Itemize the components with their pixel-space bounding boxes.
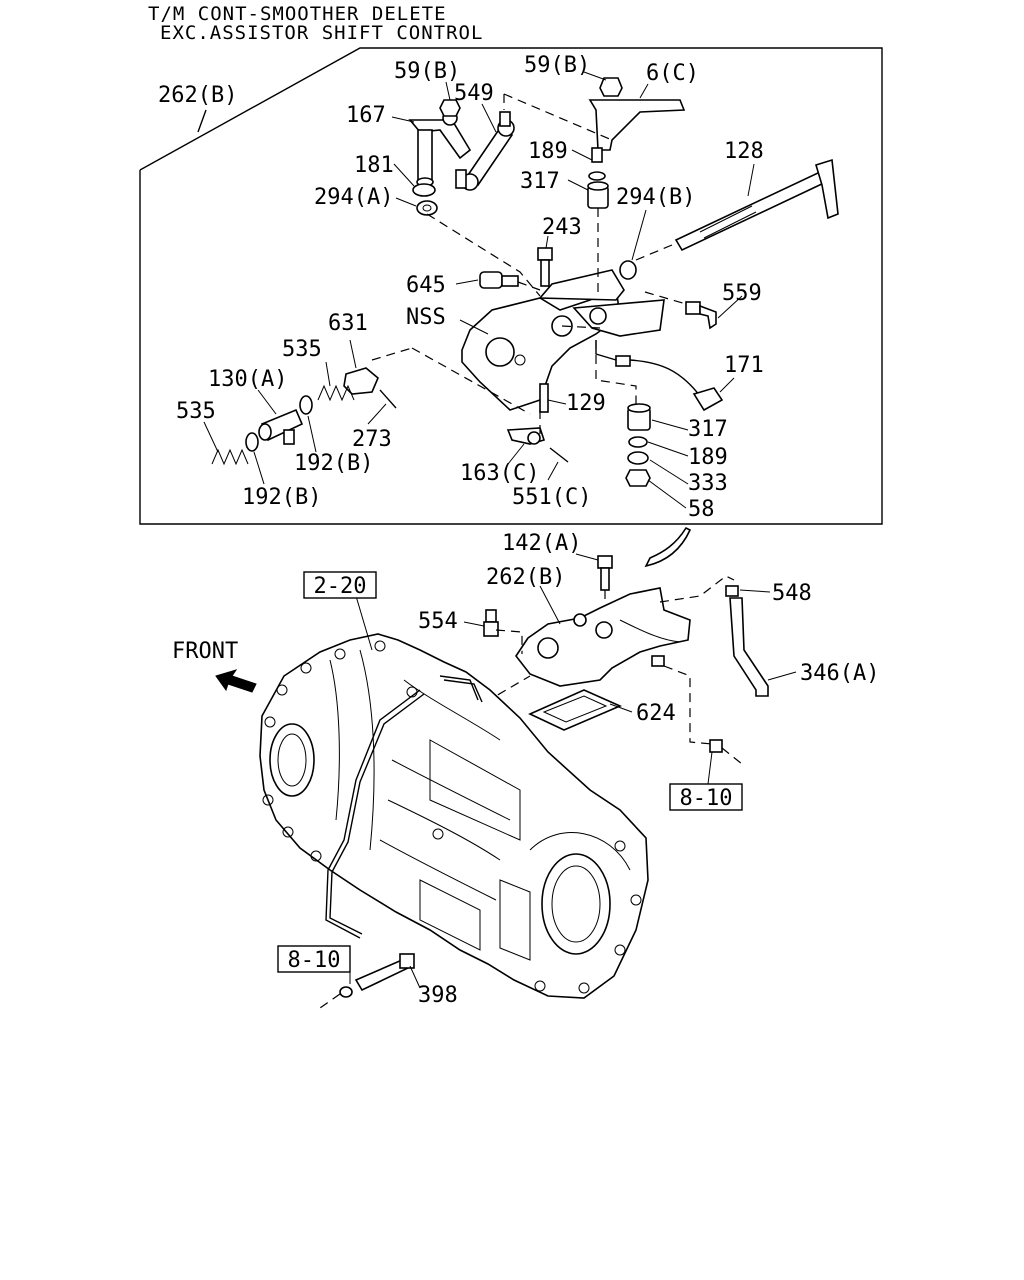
part-harness-right (663, 665, 743, 765)
label-129: 129 (566, 391, 606, 416)
transmission-assembly (259, 633, 649, 999)
part-labels: 262(B) 59(B) 59(B) 6(C) 549 167 189 128 … (158, 53, 879, 1008)
label-624: 624 (636, 701, 676, 726)
part-lever-6c (588, 77, 686, 163)
ref-8-10-right-text: 8-10 (680, 786, 733, 811)
inset-frame (139, 47, 883, 525)
label-631: 631 (328, 311, 368, 336)
ref-2-20-text: 2-20 (314, 574, 367, 599)
label-130a: 130(A) (208, 367, 287, 392)
part-pin-129 (539, 383, 549, 413)
label-243: 243 (542, 215, 582, 240)
label-535-upper: 535 (282, 337, 322, 362)
part-washer-192a (299, 395, 313, 415)
label-549: 549 (454, 81, 494, 106)
ref-box-8-10-right[interactable]: 8-10 (669, 783, 743, 811)
part-stack-bottom (625, 403, 651, 487)
label-548: 548 (772, 581, 812, 606)
part-rod-549 (455, 111, 515, 191)
label-346a: 346(A) (800, 661, 879, 686)
label-262b-lower: 262(B) (486, 565, 565, 590)
label-262b-top: 262(B) (158, 83, 237, 108)
diagram-title-line1: T/M CONT-SMOOTHER DELETE (148, 3, 447, 25)
part-spring-535a (317, 384, 355, 402)
part-block-631 (343, 367, 379, 395)
inset-leaders (203, 71, 755, 509)
label-142a: 142(A) (502, 531, 581, 556)
ref-8-10-left-text: 8-10 (288, 948, 341, 973)
label-58: 58 (688, 497, 715, 522)
label-163c: 163(C) (460, 461, 539, 486)
part-gasket-624 (471, 675, 622, 731)
label-317-bottom: 317 (688, 417, 728, 442)
label-6c: 6(C) (646, 61, 699, 86)
label-181: 181 (354, 153, 394, 178)
part-pin-273 (379, 389, 397, 409)
lower-leaders (349, 553, 797, 984)
part-bolt-142a (597, 555, 613, 620)
part-lever-167 (408, 99, 472, 187)
ref-box-8-10-left[interactable]: 8-10 (277, 945, 351, 973)
label-551c: 551(C) (512, 485, 591, 510)
label-398: 398 (418, 983, 458, 1008)
label-645: 645 (406, 273, 446, 298)
part-bolt-243 (537, 247, 553, 287)
part-housing-nss (461, 269, 665, 411)
label-535-lower: 535 (176, 399, 216, 424)
part-shaft-128 (619, 158, 839, 280)
part-pipe-559 (685, 301, 717, 330)
ref-box-2-20[interactable]: 2-20 (303, 571, 377, 599)
label-554: 554 (418, 609, 458, 634)
part-switch-645 (479, 271, 519, 289)
label-294a: 294(A) (314, 185, 393, 210)
part-washer-192b (245, 432, 259, 452)
label-128: 128 (724, 139, 764, 164)
part-sensor-398 (319, 953, 421, 1009)
label-167: 167 (346, 103, 386, 128)
part-housing-262b (515, 587, 691, 687)
label-189-bottom: 189 (688, 445, 728, 470)
label-273: 273 (352, 427, 392, 452)
part-sensor-171 (595, 340, 724, 412)
label-59b-right: 59(B) (524, 53, 590, 78)
label-192b-left: 192(B) (242, 485, 321, 510)
part-washers-left (412, 183, 438, 216)
label-front: FRONT (172, 639, 238, 664)
label-189-top: 189 (528, 139, 568, 164)
label-59b-left: 59(B) (394, 59, 460, 84)
diagram-title-line2: EXC.ASSISTOR SHIFT CONTROL (160, 22, 484, 44)
inset-guides (371, 93, 687, 440)
front-arrow-icon (215, 669, 257, 693)
label-192b-right: 192(B) (294, 451, 373, 476)
part-hose-346a (659, 575, 769, 697)
part-washers-top (587, 171, 609, 209)
label-333: 333 (688, 471, 728, 496)
pointer-arrow (644, 526, 692, 568)
label-294b: 294(B) (616, 185, 695, 210)
label-559: 559 (722, 281, 762, 306)
part-spring-535b (211, 448, 249, 466)
label-171: 171 (724, 353, 764, 378)
part-lever-163c (506, 427, 569, 463)
part-piston-130a (258, 408, 304, 445)
label-317-top: 317 (520, 169, 560, 194)
part-bolt-554 (483, 609, 523, 654)
label-nss: NSS (406, 305, 446, 330)
